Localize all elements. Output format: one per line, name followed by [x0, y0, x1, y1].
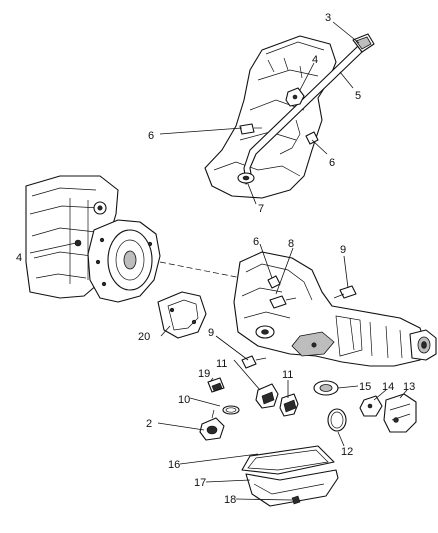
callout-19: 19: [198, 368, 210, 380]
callout-15: 15: [359, 381, 371, 393]
sensor-19: [207, 377, 225, 393]
bolt-9-mid: [241, 355, 267, 369]
callout-13: 13: [403, 381, 415, 393]
callout-4-left: 4: [16, 252, 22, 264]
bracket-bolt-left: [239, 123, 262, 135]
seal-15: [313, 380, 339, 396]
callout-4-top: 4: [312, 54, 318, 66]
callout-18: 18: [224, 494, 236, 506]
callout-17: 17: [194, 477, 206, 489]
switch-11-left: [255, 383, 279, 409]
callout-6-left: 6: [148, 130, 154, 142]
output-shaft-yoke: [409, 329, 437, 361]
transmission-case: [233, 251, 427, 367]
case-bolt: [269, 295, 297, 309]
bellhousing-bolt-right: [333, 285, 357, 299]
callout-6-right: 6: [329, 157, 335, 169]
oil-pan-gasket-16: [241, 445, 335, 475]
callout-7: 7: [258, 203, 264, 215]
upper-engine-block: [204, 35, 337, 199]
callout-10: 10: [178, 394, 190, 406]
callout-labels: 3 4 5 6 6 7 4 6 8 9 20 9 11 11 19 10 2 1…: [16, 12, 415, 506]
sensor-13: [383, 393, 417, 433]
drain-plug-18: [291, 495, 301, 505]
tube-seal-clamp: [237, 172, 255, 184]
callout-14: 14: [382, 381, 394, 393]
callout-2: 2: [146, 418, 152, 430]
sensor-2: [199, 409, 225, 441]
callout-12: 12: [341, 446, 353, 458]
gasket-12: [327, 408, 347, 432]
bracket-bolt-right: [305, 131, 319, 145]
callout-9-right: 9: [340, 244, 346, 256]
callout-11-left: 11: [216, 358, 227, 370]
dipstick-handle: [352, 33, 375, 53]
oil-pan-17: [245, 469, 339, 507]
leader-lines: [29, 21, 408, 501]
callout-3: 3: [325, 12, 331, 24]
callout-20: 20: [138, 331, 150, 343]
callout-11-right: 11: [282, 369, 293, 381]
o-ring-10: [222, 405, 240, 415]
tube-bracket: [285, 87, 305, 107]
callout-16: 16: [168, 459, 180, 471]
dowel-washer: [255, 325, 275, 339]
callout-8: 8: [288, 238, 294, 250]
switch-11-right: [279, 393, 299, 417]
converter-housing: [87, 219, 161, 303]
callout-9-mid: 9: [208, 327, 214, 339]
gasket-14: [359, 395, 383, 417]
callout-5: 5: [355, 90, 361, 102]
callout-6-mid: 6: [253, 236, 259, 248]
